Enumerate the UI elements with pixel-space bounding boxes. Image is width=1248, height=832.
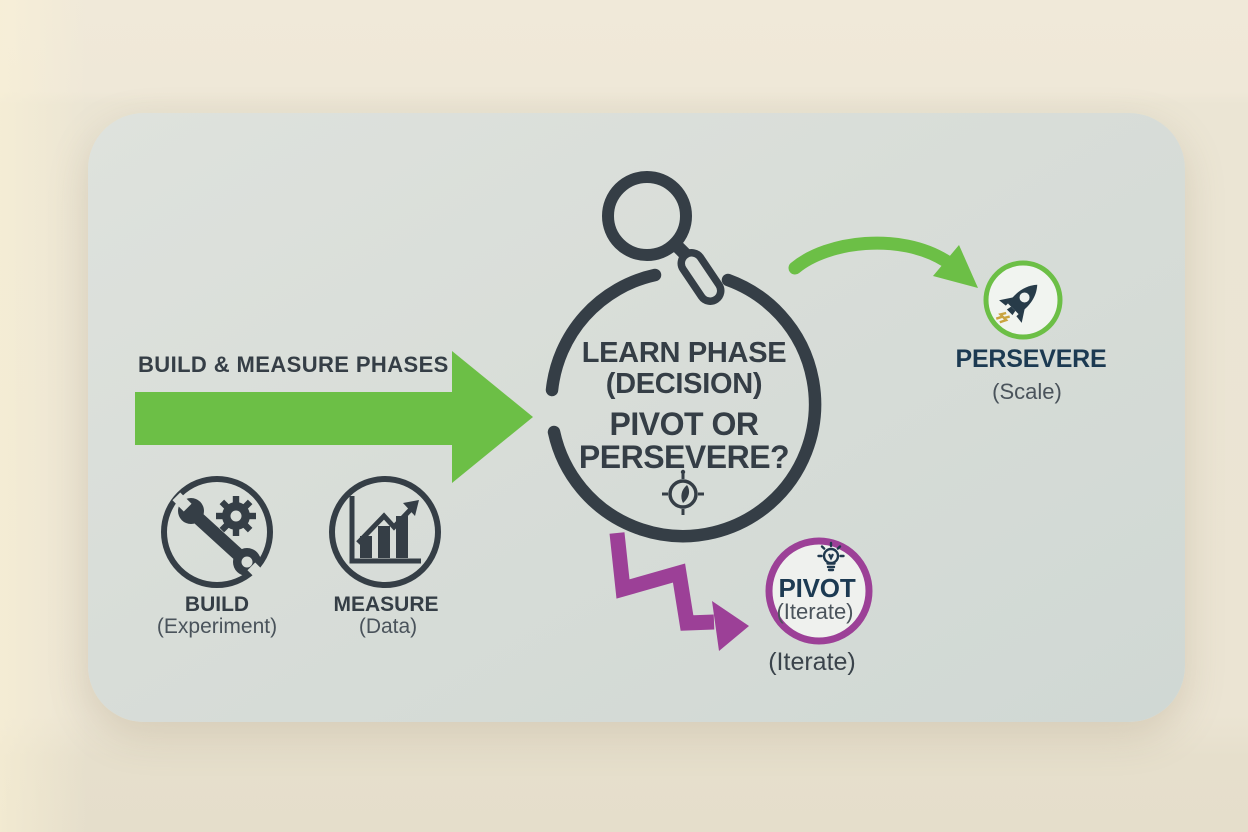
persevere-arrow [788, 236, 978, 288]
pivot-label: PIVOT [778, 573, 856, 603]
learn-circle [545, 268, 822, 543]
pivot-caption: (Iterate) [768, 648, 856, 676]
bar-chart-icon [329, 476, 441, 588]
persevere-label: PERSEVERE [955, 345, 1107, 373]
pivot-arrow [609, 532, 749, 651]
rocket-badge [983, 260, 1063, 340]
learn-line1: LEARN PHASE [581, 337, 787, 369]
wrench-gear-icon [161, 476, 273, 588]
lightbulb-icon [817, 541, 845, 572]
learn-line4: PERSEVERE? [578, 439, 790, 475]
learn-line3: PIVOT OR [609, 406, 759, 442]
build-sublabel: (Experiment) [156, 615, 278, 638]
pivot-sublabel: (Iterate) [776, 599, 854, 624]
compass-icon [662, 469, 704, 515]
rocket-icon [995, 284, 1038, 324]
persevere-sublabel: (Scale) [992, 379, 1062, 404]
learn-phase-text: LEARN PHASE (DECISION) PIVOT OR PERSEVER… [553, 338, 815, 474]
build-measure-arrow [135, 351, 533, 483]
magnifier-icon [602, 171, 725, 305]
phases-arrow-label: BUILD & MEASURE PHASES [138, 352, 449, 377]
build-label: BUILD [184, 593, 250, 616]
learn-line2: (DECISION) [605, 368, 763, 400]
pivot-badge [765, 537, 873, 645]
measure-label: MEASURE [333, 593, 439, 616]
measure-sublabel: (Data) [358, 615, 418, 638]
